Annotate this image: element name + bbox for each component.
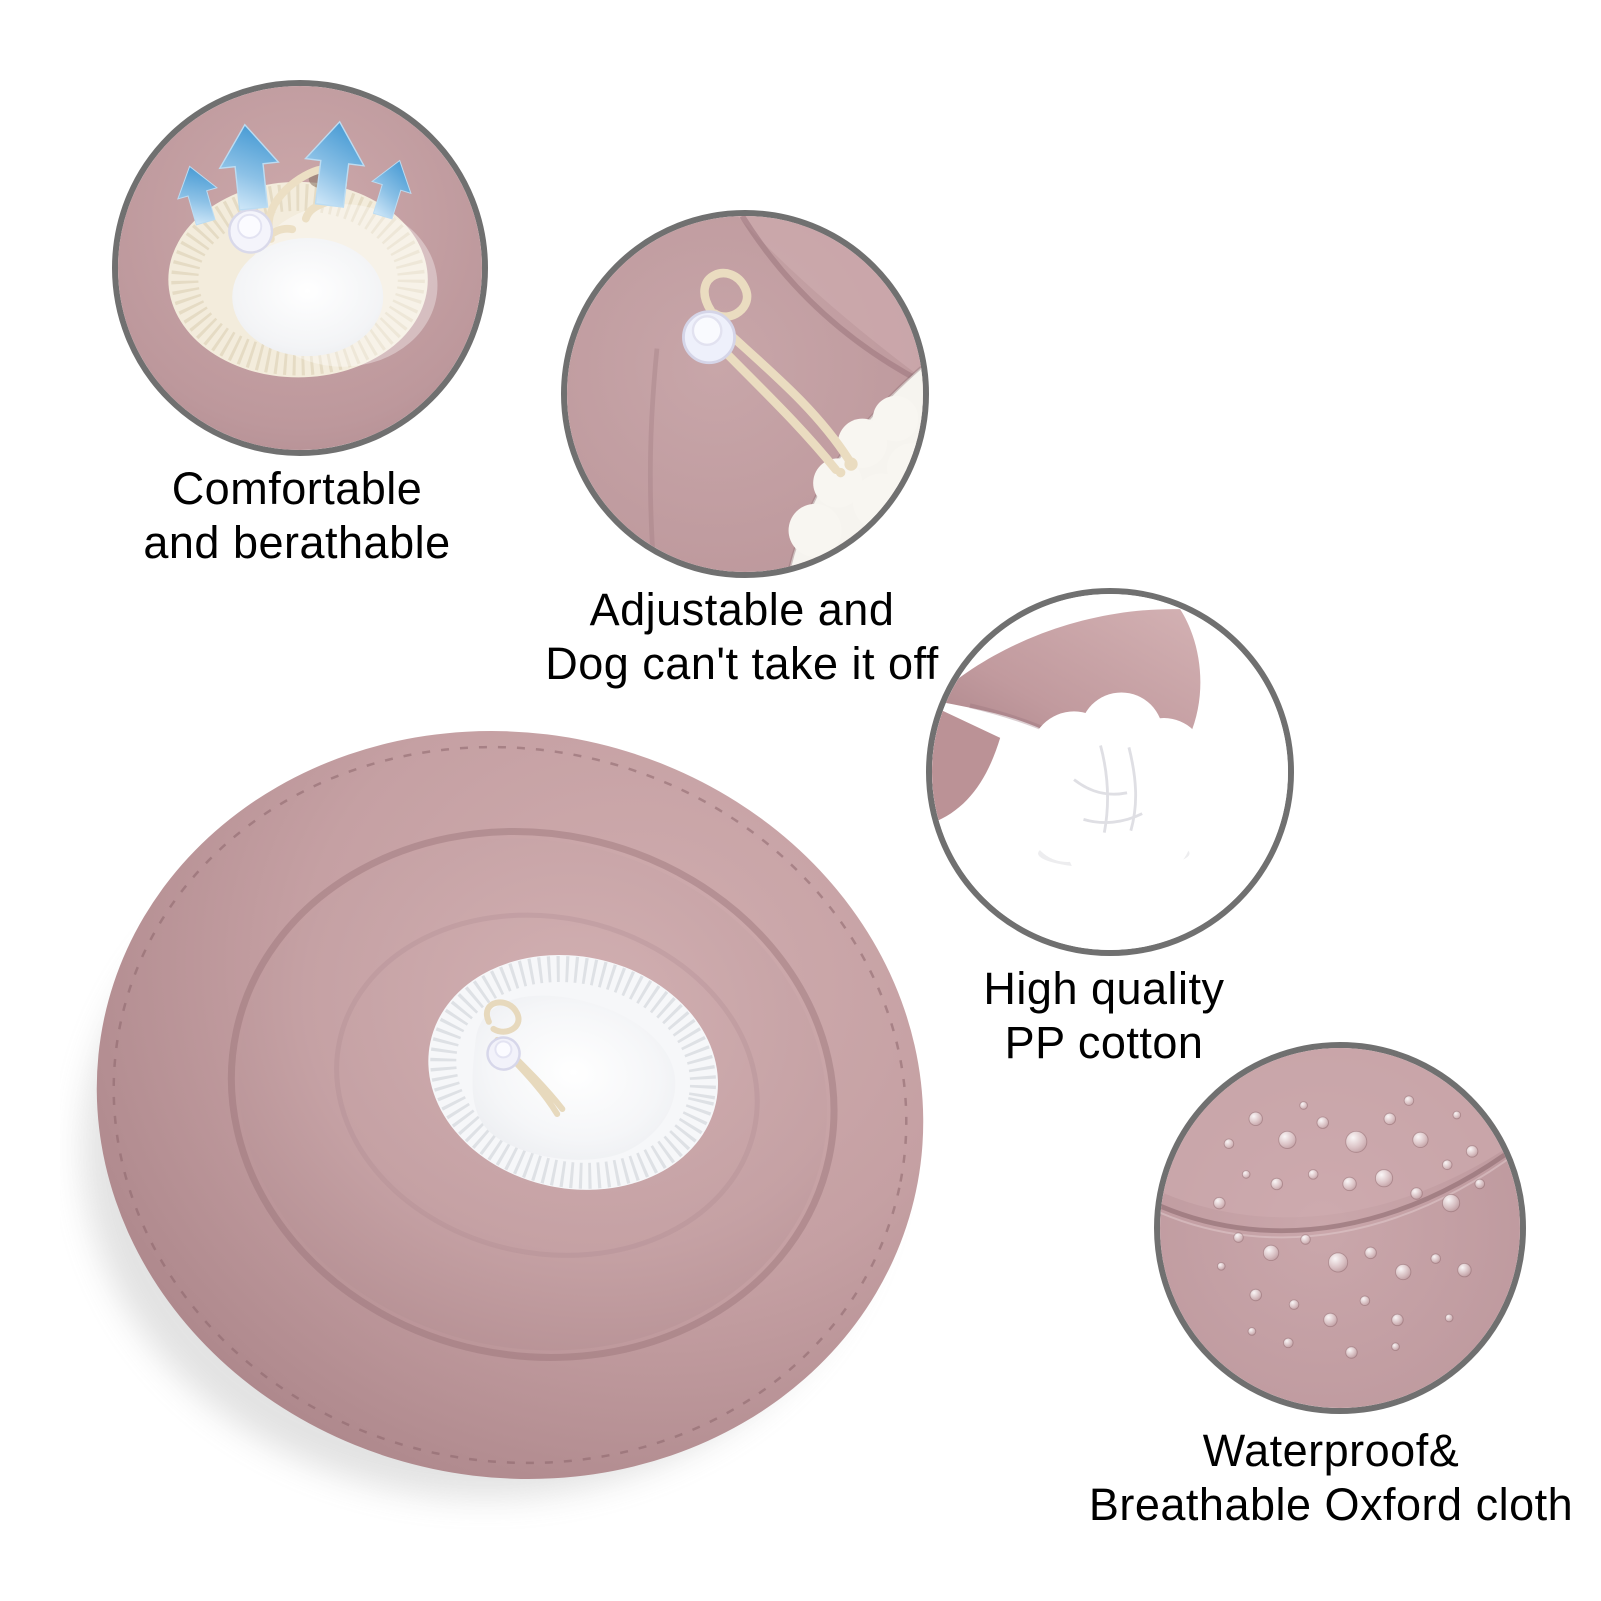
airflow-arrow-icon bbox=[371, 159, 412, 220]
adjustable-caption: Adjustable and Dog can't take it off bbox=[509, 583, 975, 691]
waterproof-caption: Waterproof& Breathable Oxford cloth bbox=[1066, 1424, 1596, 1532]
rope-tip bbox=[835, 467, 846, 478]
pillow-crease-2 bbox=[647, 348, 660, 572]
airflow-arrow-icon bbox=[304, 120, 366, 208]
cotton-ball bbox=[1011, 692, 1215, 888]
caption-line: Adjustable and bbox=[589, 584, 895, 635]
toggle-button-top bbox=[237, 213, 263, 239]
ring-groove bbox=[227, 828, 838, 1361]
pp-cotton-detail-photo bbox=[926, 588, 1294, 956]
pp-cotton-caption: High quality PP cotton bbox=[914, 962, 1294, 1070]
cream-lining-ribs bbox=[171, 183, 425, 376]
rope-tip bbox=[844, 457, 858, 471]
airflow-arrow-icon bbox=[177, 165, 218, 226]
pillow-seam bbox=[1160, 1141, 1520, 1234]
caption-line: PP cotton bbox=[1004, 1017, 1204, 1068]
neck-hole bbox=[472, 995, 676, 1160]
breathable-caption: Comfortable and berathable bbox=[57, 462, 537, 570]
fabric-flap bbox=[932, 705, 1001, 824]
toggle-button-top bbox=[494, 1040, 513, 1059]
water-droplets bbox=[1213, 1095, 1486, 1359]
caption-line: High quality bbox=[983, 963, 1225, 1014]
caption-line: Dog can't take it off bbox=[545, 638, 939, 689]
coil-fold-line bbox=[334, 912, 760, 1258]
caption-line: Comfortable bbox=[171, 463, 423, 514]
pillow-crease bbox=[739, 216, 923, 386]
upper-lobe bbox=[1160, 1048, 1520, 1218]
waterproof-detail-photo bbox=[1154, 1042, 1526, 1414]
toggle-button-top bbox=[691, 315, 723, 346]
stitch-seam bbox=[112, 745, 908, 1465]
cotton-creases bbox=[1073, 745, 1143, 833]
caption-line: Waterproof& bbox=[1202, 1425, 1460, 1476]
breathable-detail-photo bbox=[112, 80, 488, 456]
caption-line: and berathable bbox=[143, 517, 451, 568]
caption-line: Breathable Oxford cloth bbox=[1088, 1479, 1574, 1530]
pillow-seam-highlight bbox=[1160, 1149, 1520, 1239]
adjustable-detail-photo bbox=[561, 210, 929, 578]
main-product-photo bbox=[83, 731, 924, 1498]
neck-hole bbox=[232, 237, 384, 357]
airflow-arrow-icon bbox=[218, 123, 280, 211]
